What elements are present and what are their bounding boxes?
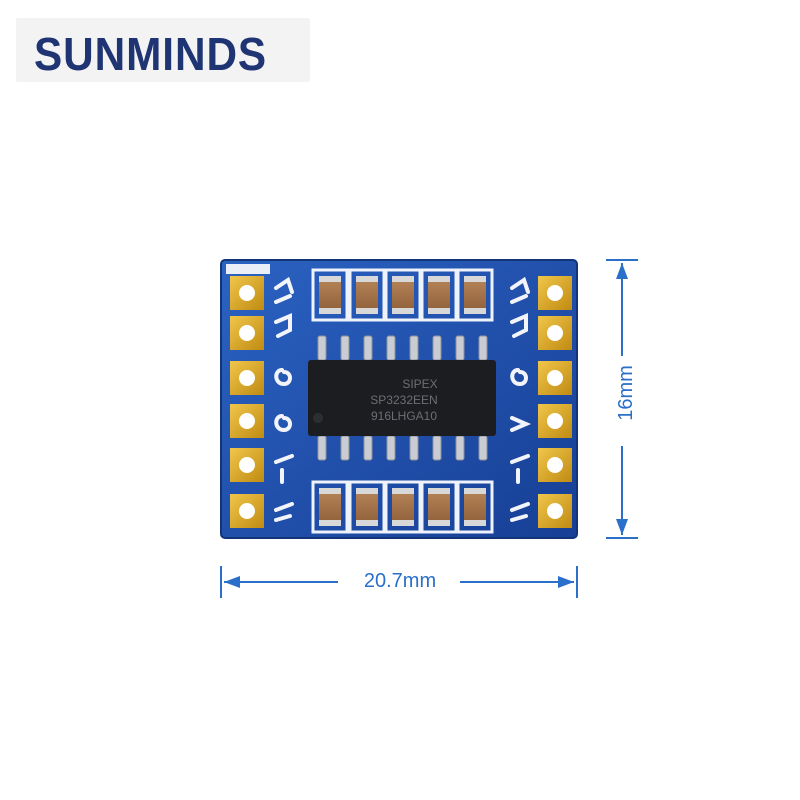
chip-line-2: SP3232EEN: [370, 393, 437, 407]
width-label: 20.7mm: [363, 570, 437, 592]
left-header-pads: [230, 276, 264, 528]
chip-line-1: SIPEX: [402, 377, 437, 391]
width-dimension: [220, 566, 578, 598]
silkscreen-markings: [274, 276, 532, 522]
chip-line-3: 916LHGA10: [371, 409, 437, 423]
top-capacitors: [311, 268, 494, 322]
brand-logo: SUNMINDS: [34, 28, 268, 80]
ic-chip: [308, 360, 496, 436]
height-label: 16mm: [615, 365, 637, 421]
right-header-pads: [538, 276, 572, 528]
logo-background: [16, 18, 310, 82]
height-dimension: [606, 259, 638, 539]
bottom-capacitors: [311, 480, 494, 534]
